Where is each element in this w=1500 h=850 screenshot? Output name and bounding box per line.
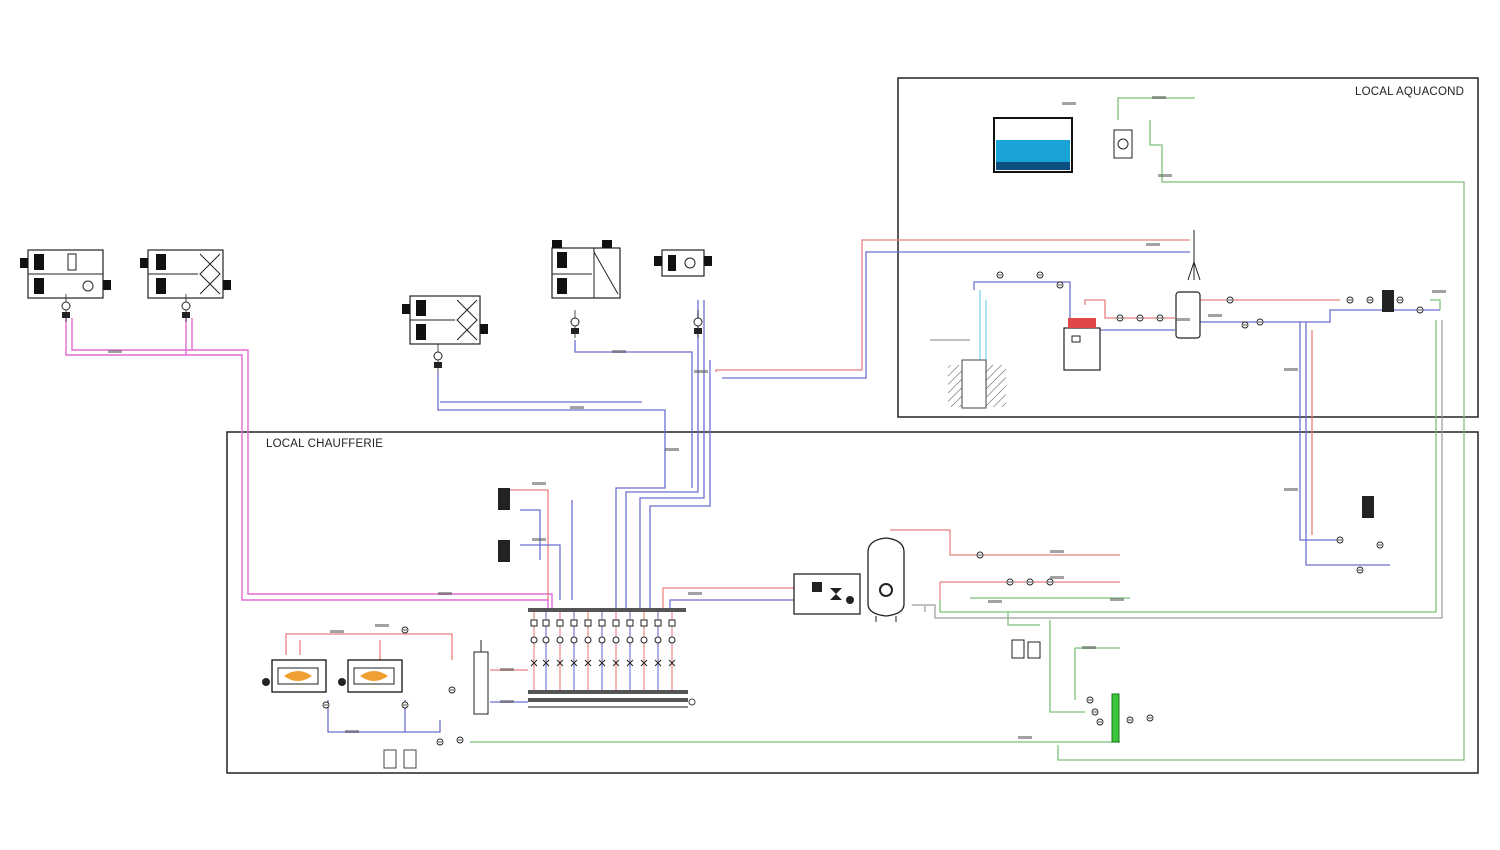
- cold-water-piping: [470, 97, 1465, 761]
- ahu-icon: [20, 249, 111, 299]
- valve-icon: [571, 328, 579, 334]
- valve-icon: [556, 619, 564, 627]
- pump-icon: [570, 636, 578, 644]
- boiler-icon: [262, 659, 327, 693]
- pump-icon: [542, 636, 550, 644]
- pump-icon: [570, 317, 580, 327]
- valve-icon: [530, 619, 538, 627]
- valve-icon: [434, 362, 442, 368]
- hydraulic-separator-icon: [473, 640, 489, 715]
- pump-icon: [654, 636, 662, 644]
- ahu-icon: [140, 249, 231, 299]
- pump-icon: [584, 636, 592, 644]
- pump-icon: [598, 636, 606, 644]
- buffer-tank-icon: [1175, 291, 1201, 339]
- room-frame-aquacond: [897, 77, 1479, 418]
- fuel-tank-icon: [383, 749, 417, 769]
- pump-icon: [433, 351, 443, 361]
- pink-loop-piping: [65, 318, 553, 612]
- ahu-icon: [654, 249, 712, 277]
- valve-icon: [640, 619, 648, 627]
- pump-icon: [556, 636, 564, 644]
- manifold-branches: [528, 608, 686, 690]
- filter-icon: [1113, 129, 1133, 159]
- ahu-icon: [402, 295, 488, 345]
- ahu-icon: [551, 240, 621, 299]
- pump-icon: [640, 636, 648, 644]
- pump-icon: [61, 301, 71, 311]
- heat-pump-icon: [1063, 318, 1101, 371]
- valve-icon: [668, 619, 676, 627]
- green-manifold-icon: [1111, 693, 1120, 743]
- room-label-chaufferie: LOCAL CHAUFFERIE: [266, 438, 384, 450]
- distribution-manifold: [528, 690, 696, 708]
- valve-icon: [694, 328, 702, 334]
- pump-icon: [181, 301, 191, 311]
- valve-icon: [612, 619, 620, 627]
- room-label-aquacond: LOCAL AQUACOND: [1355, 86, 1465, 98]
- pump-icon: [693, 317, 703, 327]
- pump-icon: [530, 636, 538, 644]
- valve-clusters: [61, 294, 703, 372]
- boiler-icon: [338, 659, 403, 693]
- pump-icon: [612, 636, 620, 644]
- grey-return-piping: [912, 320, 1443, 619]
- exchanger-icon: [1362, 290, 1394, 518]
- supply-return-piping: [437, 239, 1190, 612]
- softener-icon: [1011, 639, 1041, 659]
- dhw-heater-icon: [793, 573, 861, 615]
- valve-icon: [598, 619, 606, 627]
- pump-icon: [668, 636, 676, 644]
- storage-tank-icon: [867, 537, 905, 622]
- well-icon: [948, 359, 1006, 409]
- valve-icon: [584, 619, 592, 627]
- pump-icon: [626, 636, 634, 644]
- pump-group-icon: [498, 488, 510, 562]
- expansion-mast-icon: [1187, 230, 1201, 281]
- valve-icon: [62, 312, 70, 318]
- room-frame-chaufferie: [226, 431, 1479, 774]
- tank-icon: [993, 117, 1073, 173]
- pipe-tags: [108, 96, 1446, 739]
- valve-icon: [570, 619, 578, 627]
- valve-icon: [182, 312, 190, 318]
- valve-icon: [626, 619, 634, 627]
- valve-icon: [654, 619, 662, 627]
- valve-icon: [322, 271, 1424, 746]
- valve-icon: [542, 619, 550, 627]
